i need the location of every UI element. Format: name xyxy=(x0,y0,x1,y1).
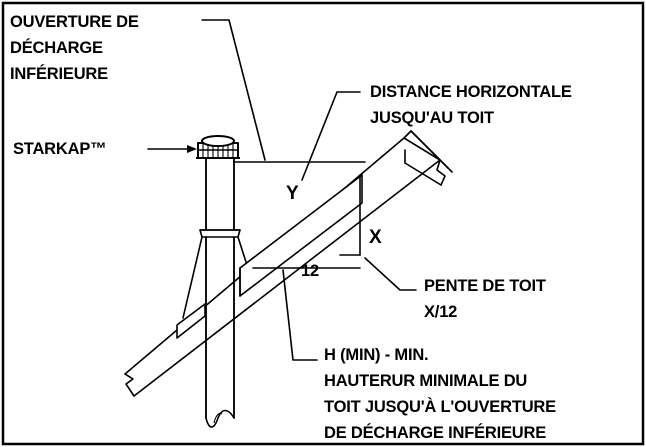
leaders xyxy=(147,19,417,361)
x-dimension-label: X xyxy=(369,227,382,248)
starkap-label: STARKAP™ xyxy=(13,140,106,158)
hmin-line4: DE DÉCHARGE INFÉRIEURE xyxy=(324,423,546,442)
y-dimension-label: Y xyxy=(286,183,299,204)
horizontal-distance-line2: JUSQU'AU TOIT xyxy=(370,109,494,127)
outlet-label-line3: INFÉRIEURE xyxy=(10,64,108,83)
outlet-label-line2: DÉCHARGE xyxy=(10,38,103,57)
roof-pitch-line2: X/12 xyxy=(424,303,457,321)
vent-pipe xyxy=(182,157,247,428)
roof-pitch-line1: PENTE DE TOIT xyxy=(424,277,546,295)
roof xyxy=(124,130,453,397)
dimensions xyxy=(233,161,366,269)
hmin-line1: H (MIN) - MIN. xyxy=(324,346,428,364)
hmin-line3: TOIT JUSQU'À L'OUVERTURE xyxy=(324,397,556,416)
horizontal-distance-line1: DISTANCE HORIZONTALE xyxy=(370,83,572,101)
starkap-cap xyxy=(196,135,240,159)
outlet-label-line1: OUVERTURE DE xyxy=(10,13,139,31)
run-twelve-label: 12 xyxy=(301,262,319,280)
hmin-line2: HAUTERUR MINIMALE DU xyxy=(324,372,527,390)
